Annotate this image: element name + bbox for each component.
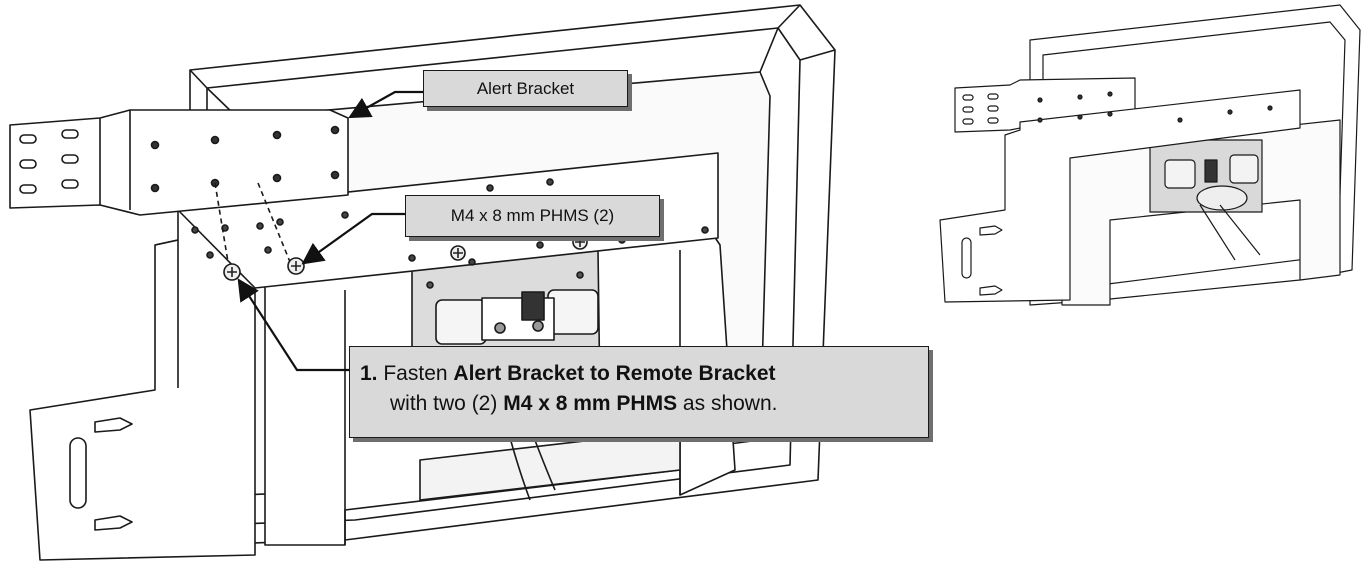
inset-assembled-view	[939, 4, 1361, 306]
remote-bracket	[29, 152, 719, 561]
screws-label-text: M4 x 8 mm PHMS (2)	[450, 206, 615, 225]
step-text-1: Fasten	[383, 362, 454, 385]
step-text-3: as shown.	[677, 392, 778, 415]
step-bold-2: M4 x 8 mm PHMS	[503, 392, 678, 415]
alert-bracket-label: Alert Bracket	[423, 70, 628, 107]
alert-bracket	[9, 109, 349, 216]
screws-label: M4 x 8 mm PHMS (2)	[405, 195, 660, 237]
step-leader	[237, 278, 349, 372]
screws-leader	[301, 212, 405, 265]
step-text-2: with two (2)	[390, 392, 504, 415]
alert-bracket-leader	[348, 90, 423, 119]
instruction-step-box: 1. Fasten Alert Bracket to Remote Bracke…	[349, 346, 929, 438]
step-number: 1.	[360, 362, 378, 385]
alignment-lines	[214, 182, 291, 263]
leader-lines	[237, 90, 423, 372]
swivel-mount	[435, 289, 599, 501]
screws-pair	[223, 257, 305, 281]
alert-bracket-label-text: Alert Bracket	[476, 79, 575, 98]
step-bold-1: Alert Bracket to Remote Bracket	[453, 362, 776, 385]
